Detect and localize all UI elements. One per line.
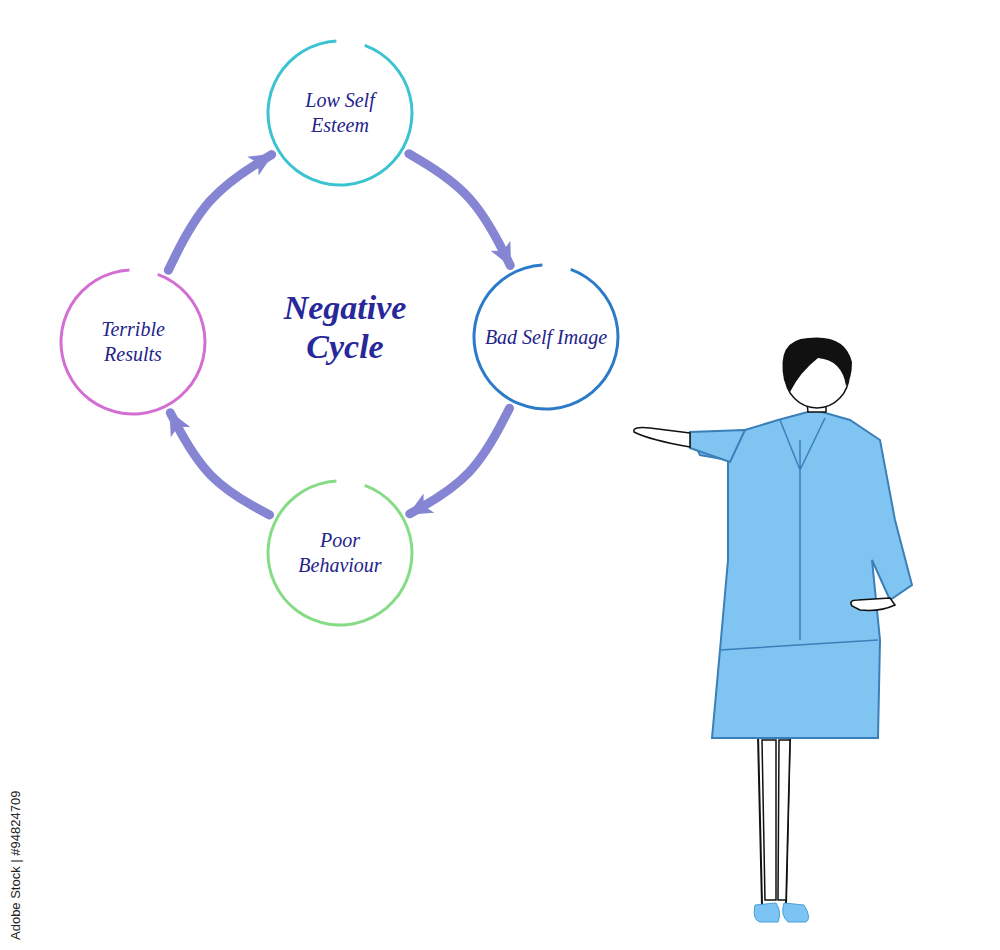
- circle-outline: [266, 39, 414, 187]
- circle-stroke: [60, 269, 207, 416]
- dress-seams: [720, 418, 878, 650]
- node-label: Poor Behaviour: [278, 528, 402, 578]
- cycle-arrow: [410, 408, 510, 514]
- shoe: [754, 903, 779, 922]
- circle-content: Low Self Esteem: [266, 39, 414, 187]
- circle-content: Bad Self Image: [472, 263, 620, 411]
- stock-watermark: Adobe Stock | #94824709: [8, 791, 23, 940]
- hand: [851, 598, 895, 610]
- circle-outline: [59, 268, 207, 416]
- circle-stroke: [473, 264, 620, 411]
- circle-outline: [266, 479, 414, 627]
- dress: [690, 410, 912, 738]
- cycle-circle: Low Self Esteem: [266, 39, 414, 187]
- diagram-title: Negative Cycle: [250, 288, 440, 366]
- hair: [782, 338, 852, 393]
- circle-stroke: [267, 480, 414, 627]
- node-label: Terrible Results: [71, 317, 195, 367]
- shoe: [783, 903, 809, 922]
- node-label: Bad Self Image: [485, 325, 607, 350]
- cycle-arrow: [170, 413, 269, 515]
- circle-content: Poor Behaviour: [266, 479, 414, 627]
- arm: [690, 430, 745, 462]
- legs-outline: [762, 740, 790, 900]
- hand: [634, 428, 690, 448]
- cycle-arrow: [168, 155, 271, 271]
- cycle-arrow: [409, 154, 510, 266]
- legs: [758, 735, 790, 905]
- cycle-circle: Bad Self Image: [472, 263, 620, 411]
- node-label: Low Self Esteem: [278, 88, 402, 138]
- circle-content: Terrible Results: [59, 268, 207, 416]
- circle-stroke: [267, 40, 414, 187]
- cycle-circle: Terrible Results: [59, 268, 207, 416]
- cycle-circle: Poor Behaviour: [266, 479, 414, 627]
